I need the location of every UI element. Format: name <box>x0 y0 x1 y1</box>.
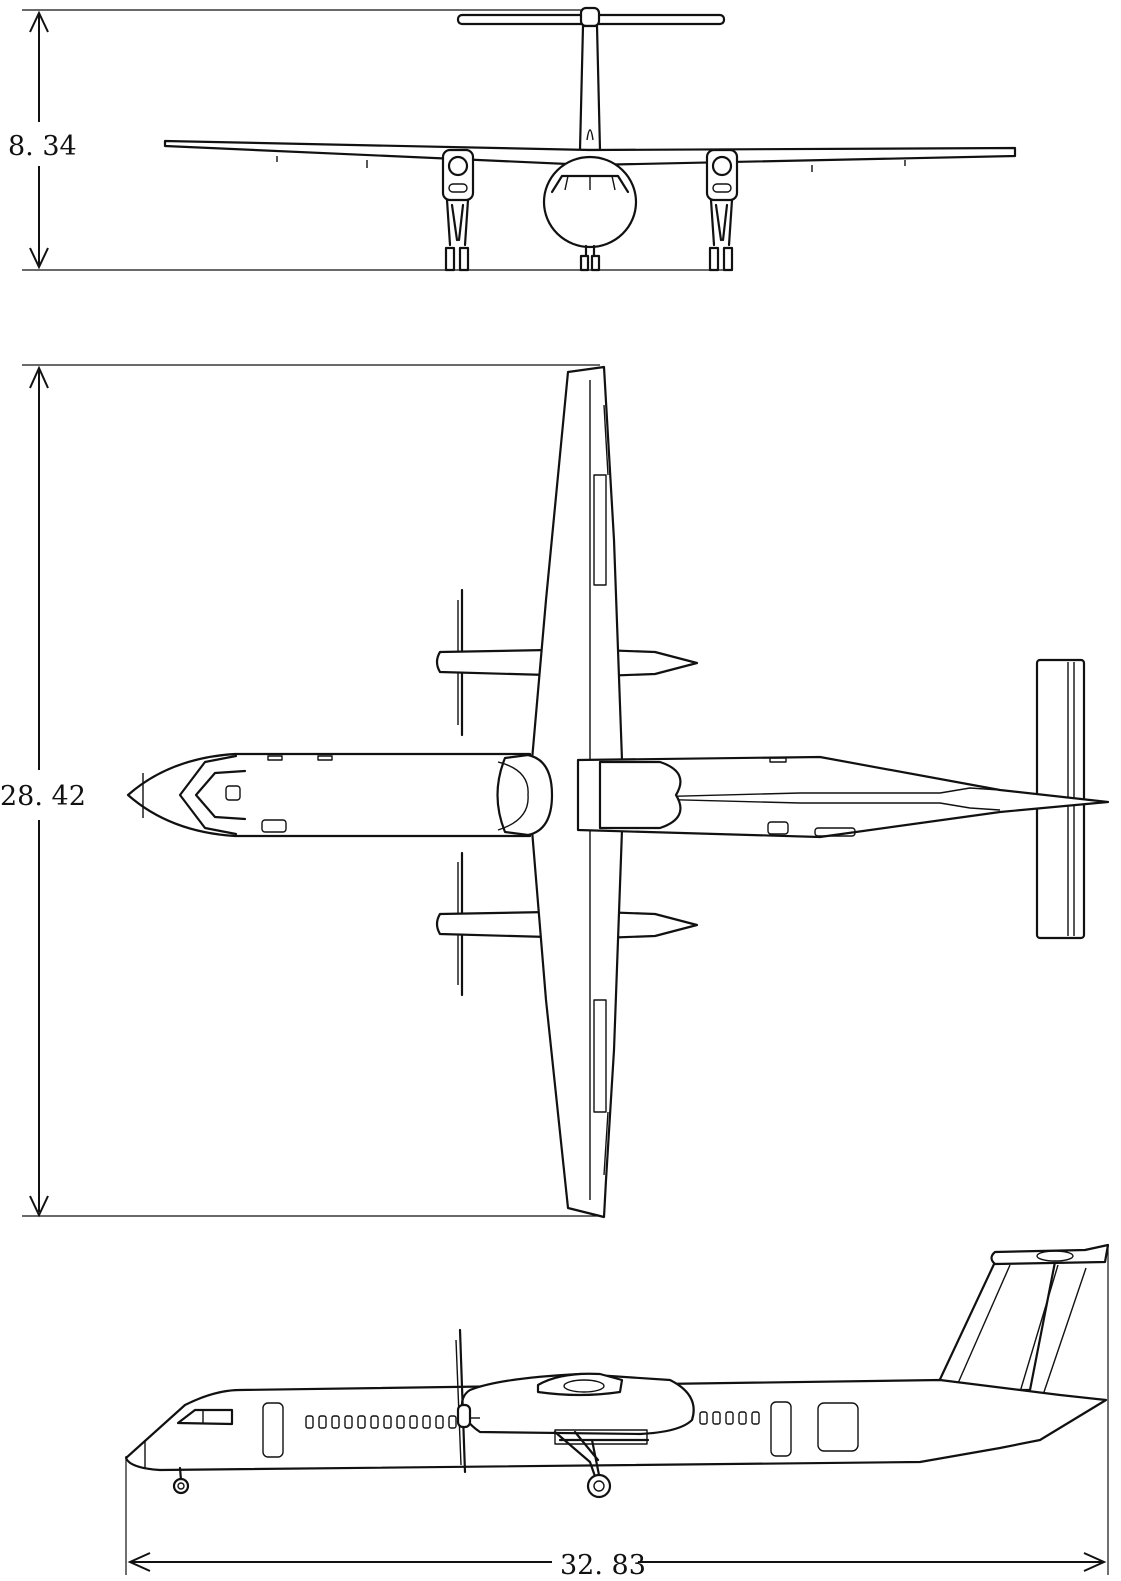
side-view <box>124 1243 1110 1575</box>
wingspan-arrow-top <box>29 365 49 389</box>
front-wing <box>163 139 1017 167</box>
side-cargo-door <box>817 1402 859 1452</box>
height-arrow-top <box>29 10 49 33</box>
front-left-main-gear <box>445 198 470 247</box>
side-main-gear <box>553 1430 650 1487</box>
length-arrow-right <box>1083 1552 1107 1572</box>
top-upper-nacelle-front <box>435 648 556 677</box>
front-fuselage <box>542 155 638 249</box>
side-nose-wheel <box>172 1477 190 1495</box>
top-rear-fuselage <box>576 755 1110 839</box>
front-vertical-fin <box>578 24 602 152</box>
side-vertical-fin <box>933 1260 1057 1392</box>
height-dimension-label: 8. 34 <box>8 131 77 162</box>
side-propeller <box>458 1328 467 1474</box>
side-horizontal-stabilizer <box>990 1243 1110 1266</box>
top-cockpit-hatch <box>225 785 241 801</box>
front-view <box>22 6 1017 272</box>
side-forward-door <box>262 1402 284 1458</box>
top-view <box>22 364 1110 1219</box>
length-dimension-label: 32. 83 <box>560 1550 646 1581</box>
wingspan-dimension: 28. 42 <box>0 365 86 1218</box>
wingspan-dimension-label: 28. 42 <box>0 781 86 812</box>
top-lower-aileron <box>593 999 607 1113</box>
height-arrow-bottom <box>29 247 49 270</box>
side-spinner <box>456 1403 472 1429</box>
top-upper-aileron <box>593 474 607 586</box>
top-lower-nacelle-front <box>435 910 556 939</box>
front-tail-bullet <box>579 6 601 28</box>
side-main-wheel <box>586 1473 612 1499</box>
top-wing-root-fairing <box>496 753 554 837</box>
top-rear-wing-root <box>598 760 682 830</box>
side-rear-door <box>770 1401 792 1457</box>
length-arrow-left <box>127 1552 151 1572</box>
top-forward-fuselage <box>126 752 532 838</box>
height-dimension: 8. 34 <box>8 10 77 270</box>
front-right-main-gear <box>709 198 734 247</box>
top-cockpit-outline <box>178 754 238 836</box>
wingspan-arrow-bottom <box>29 1195 49 1218</box>
length-dimension: 32. 83 <box>127 1550 1107 1581</box>
side-cockpit-windows <box>176 1408 234 1426</box>
side-cabin-windows <box>305 1411 760 1429</box>
